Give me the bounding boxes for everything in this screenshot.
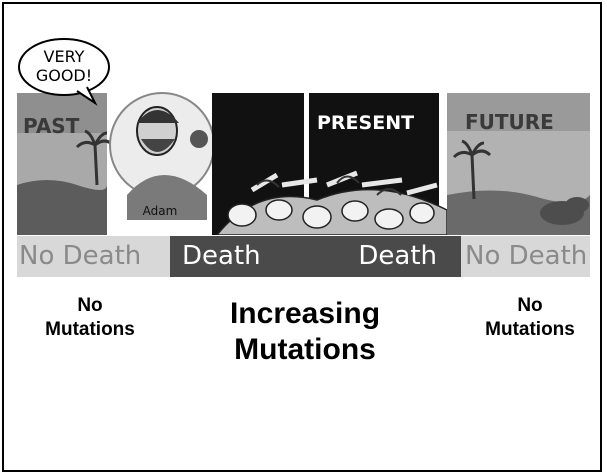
apple-icon <box>190 130 208 148</box>
caption-left-line1: No <box>77 295 103 316</box>
label-future: FUTURE <box>465 110 554 134</box>
caption-right: No Mutations <box>470 294 590 342</box>
label-past: PAST <box>23 114 80 138</box>
caption-center-line1: Increasing <box>229 297 381 330</box>
speech-line-1: VERY <box>44 47 85 66</box>
timeline-illustration: PAST VERY GOOD! Adam PRESENT <box>17 38 590 235</box>
bush-icon <box>540 197 589 225</box>
skeleton-pile <box>216 170 448 235</box>
palm-tree-icon <box>75 129 115 186</box>
caption-right-line2: Mutations <box>485 319 575 340</box>
adam-figure: Adam <box>109 92 215 220</box>
palm-tree-icon <box>452 139 492 200</box>
caption-right-line1: No <box>517 295 543 316</box>
caption-left-line2: Mutations <box>45 319 135 340</box>
label-present: PRESENT <box>317 112 414 134</box>
speech-line-2: GOOD! <box>36 66 92 85</box>
band-death-right: Death <box>339 236 461 277</box>
speech-bubble: VERY GOOD! <box>18 38 110 106</box>
band-no-death-right: No Death <box>461 236 590 277</box>
caption-center: Increasing Mutations <box>205 296 405 368</box>
caption-left: No Mutations <box>30 294 150 342</box>
label-adam: Adam <box>143 204 178 218</box>
caption-center-line2: Mutations <box>234 333 376 366</box>
band-death-left: Death <box>170 236 339 277</box>
band-no-death-left: No Death <box>17 236 172 277</box>
